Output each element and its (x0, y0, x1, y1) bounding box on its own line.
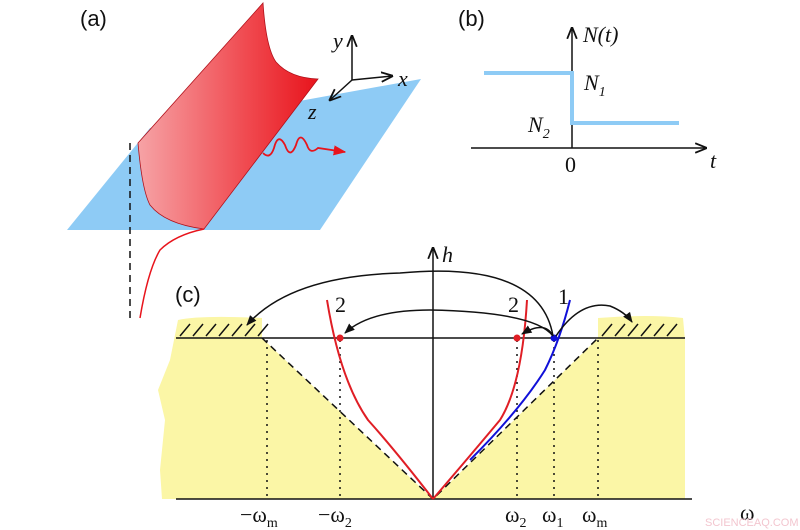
tick-omega-1: ω1 (542, 502, 563, 530)
tick-omega-m: ωm (582, 502, 607, 530)
z-axis-label: z (307, 99, 317, 124)
curve-2-right (432, 299, 528, 500)
n2-label: N2 (527, 112, 550, 142)
curve-1-label: 1 (558, 284, 569, 309)
hatching-right (601, 323, 678, 337)
x-axis-label: x (397, 66, 408, 91)
panel-b: (b) N(t) t 0 N1 N2 (458, 6, 717, 177)
panel-c-label: (c) (175, 282, 201, 307)
origin-label: 0 (565, 152, 576, 177)
n-axis-label: N(t) (582, 22, 618, 47)
hatching-left (179, 323, 269, 337)
step-function-line (484, 71, 679, 125)
panel-b-label: (b) (458, 6, 485, 31)
curve-2-left (326, 299, 434, 500)
panel-c: (c) h 2 2 1 ω −ωm −ω2 ω2 ω1 ω (158, 242, 754, 530)
curve-1 (469, 299, 571, 461)
arrow-to-right-continuum (555, 304, 633, 337)
arrow-to-omega2 (521, 325, 554, 337)
wave-crest-surface (137, 2, 319, 230)
tick-omega-2: ω2 (505, 502, 526, 530)
panel-a-label: (a) (80, 6, 107, 31)
arrow-to-minus-omega2 (344, 309, 554, 337)
x-axis-arrow (351, 76, 392, 80)
point-omega2 (513, 334, 521, 342)
tick-minus-omega-2: −ω2 (318, 502, 352, 530)
watermark: SCIENCEAQ.COM (705, 517, 799, 529)
h-axis-label: h (442, 242, 453, 267)
tick-minus-omega-m: −ωm (240, 502, 278, 530)
wave-profile-curve (139, 228, 205, 319)
point-minus-omega2 (336, 334, 344, 342)
curve-2-right-label: 2 (508, 292, 519, 317)
z-axis-arrow (330, 79, 353, 100)
t-axis-label: t (710, 148, 717, 173)
emitted-wave-arrow (262, 136, 347, 157)
n1-label: N1 (583, 70, 606, 100)
panel-a: (a) y x z (67, 2, 421, 320)
arrow-to-left-continuum (246, 270, 554, 337)
omega-axis-label: ω (740, 500, 754, 525)
curve-2-left-label: 2 (335, 292, 346, 317)
y-axis-label: y (331, 28, 343, 53)
